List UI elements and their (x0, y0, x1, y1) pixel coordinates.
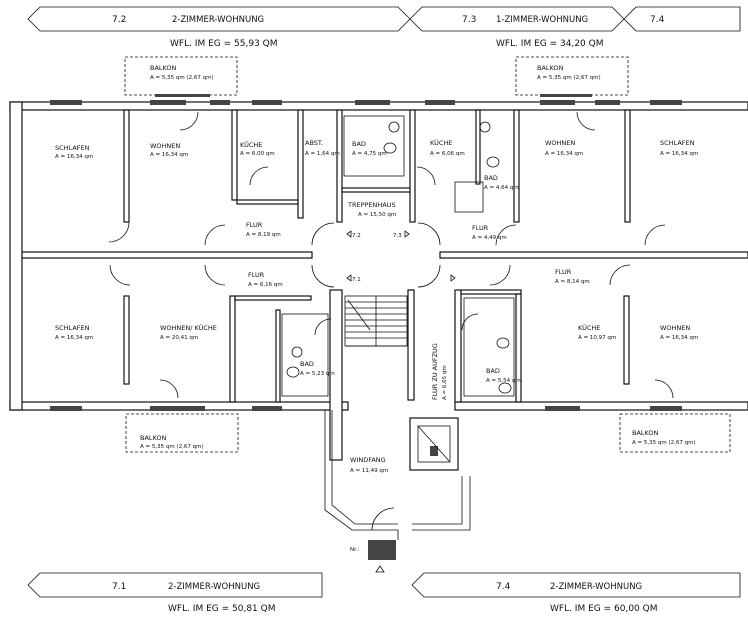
room-name-bad: BAD (300, 360, 314, 368)
bath-fixtures (281, 115, 515, 397)
room-name-flur: FLUR (472, 224, 489, 232)
room-area: A = 16,34 qm (660, 151, 698, 157)
banner-unit-7-4-top: 7.4 (650, 15, 665, 25)
room-name-flur: FLUR (248, 271, 265, 279)
banner-unit-7-2: 7.2 (112, 15, 126, 25)
banner-bottom-right: 7.4 2-ZIMMER-WOHNUNG WFL. IM EG = 60,00 … (411, 572, 741, 614)
room-area: A = 4,75 qm (352, 151, 387, 157)
room-name-wohnen: WOHNEN (545, 139, 575, 147)
balcony-area: A = 5,35 qm (2,67 qm) (537, 75, 601, 81)
balcony-bottom-left: BALKON A = 5,35 qm (2,67 qm) (125, 413, 239, 453)
staircase (344, 295, 408, 347)
balcony-area: A = 5,35 qm (2,67 qm) (150, 75, 214, 81)
banner-wfl-7-4: WFL. IM EG = 60,00 QM (550, 604, 658, 614)
room-name-bad: BAD (486, 367, 500, 375)
elevator (409, 417, 459, 471)
windfang-outline: Nr.: (324, 410, 471, 573)
room-name-wohnen: WOHNEN (660, 324, 690, 332)
balcony-label: BALKON (632, 429, 659, 437)
room-area: A = 5,54 qm (486, 378, 521, 384)
interior-walls (21, 109, 748, 461)
banner-bottom-left: 7.1 2-ZIMMER-WOHNUNG WFL. IM EG = 50,81 … (27, 572, 323, 614)
room-name-treppenhaus: TREPPENHAUS (347, 201, 396, 209)
banner-unit-7-3: 7.3 (462, 15, 476, 25)
balcony-label: BALKON (537, 64, 564, 72)
room-name-schlafen: SCHLAFEN (660, 139, 695, 147)
banner-top-mid: 7.3 1-ZIMMER-WOHNUNG WFL. IM EG = 34,20 … (409, 6, 625, 49)
banner-top-left: 7.2 2-ZIMMER-WOHNUNG WFL. IM EG = 55,93 … (27, 6, 411, 49)
room-name-flur: FLUR (555, 268, 572, 276)
banner-title-7-2: 2-ZIMMER-WOHNUNG (172, 15, 264, 25)
banner-unit-7-4: 7.4 (496, 582, 511, 592)
room-area: A = 4,64 qm (484, 185, 519, 191)
room-area: A = 6,65 qm (442, 365, 448, 400)
room-area: A = 15,50 qm (358, 212, 396, 218)
balcony-label: BALKON (140, 434, 167, 442)
room-area: A = 16,34 qm (545, 151, 583, 157)
room-area: A = 16,34 qm (55, 154, 93, 160)
banner-title-7-3: 1-ZIMMER-WOHNUNG (496, 15, 588, 25)
room-name-schlafen: SCHLAFEN (55, 144, 90, 152)
door-mark-7-3: 7.3 (393, 233, 402, 239)
room-area: A = 6,16 qm (248, 282, 283, 288)
room-name-flur: FLUR (246, 221, 263, 229)
balcony-bottom-right: BALKON A = 5,35 qm (2,67 qm) (619, 413, 731, 453)
room-area: A = 1,64 qm (305, 151, 340, 157)
room-labels: SCHLAFEN A = 16,34 qm WOHNEN A = 16,34 q… (55, 138, 698, 474)
room-name-kueche: KÜCHE (430, 138, 452, 147)
room-name-flur-aufzug: FLUR ZU AUFZUG (431, 343, 439, 400)
door-mark-7-1: 7.1 (352, 277, 361, 283)
balcony-top-mid: BALKON A = 5,35 qm (2,67 qm) (515, 56, 629, 97)
room-area: A = 5,23 qm (300, 371, 335, 377)
room-name-abst: ABST. (305, 139, 323, 147)
room-area: A = 8,14 qm (555, 279, 590, 285)
banner-wfl-7-2: WFL. IM EG = 55,93 QM (170, 39, 278, 49)
room-name-wohnen-kueche: WOHNEN/ KÜCHE (160, 323, 217, 332)
room-area: A = 8,19 qm (246, 232, 281, 238)
balcony-label: BALKON (150, 64, 177, 72)
room-area: A = 16,34 qm (660, 335, 698, 341)
banner-wfl-7-1: WFL. IM EG = 50,81 QM (168, 604, 276, 614)
room-name-wohnen: WOHNEN (150, 142, 180, 150)
apartment-door-markers: 7.2 7.3 7.1 (346, 230, 456, 283)
room-area: A = 11,49 qm (350, 468, 388, 474)
room-name-kueche: KÜCHE (578, 323, 600, 332)
room-area: A = 16,34 qm (55, 335, 93, 341)
balcony-area: A = 5,35 qm (2,67 qm) (140, 444, 204, 450)
room-name-kueche: KÜCHE (240, 140, 262, 149)
banner-wfl-7-3: WFL. IM EG = 34,20 QM (496, 39, 604, 49)
entrance-nr: Nr.: (350, 547, 360, 553)
banner-top-right: 7.4 (623, 6, 741, 32)
door-swings (108, 111, 674, 399)
room-area: A = 6,00 qm (240, 151, 275, 157)
room-name-windfang: WINDFANG (350, 456, 386, 464)
balcony-top-left: BALKON A = 5,35 qm (2,67 qm) (124, 56, 238, 97)
door-mark-7-2: 7.2 (352, 233, 361, 239)
room-name-bad: BAD (484, 174, 498, 182)
banner-unit-7-1: 7.1 (112, 582, 126, 592)
room-area: A = 16,34 qm (150, 152, 188, 158)
room-area: A = 6,06 qm (430, 151, 465, 157)
balcony-area: A = 5,35 qm (2,67 qm) (632, 440, 696, 446)
room-name-bad: BAD (352, 140, 366, 148)
banner-title-7-1: 2-ZIMMER-WOHNUNG (168, 582, 260, 592)
banner-title-7-4: 2-ZIMMER-WOHNUNG (550, 582, 642, 592)
room-area: A = 10,97 qm (578, 335, 616, 341)
room-area: A = 20,41 qm (160, 335, 198, 341)
room-name-schlafen: SCHLAFEN (55, 324, 90, 332)
room-area: A = 4,49 qm (472, 235, 507, 241)
